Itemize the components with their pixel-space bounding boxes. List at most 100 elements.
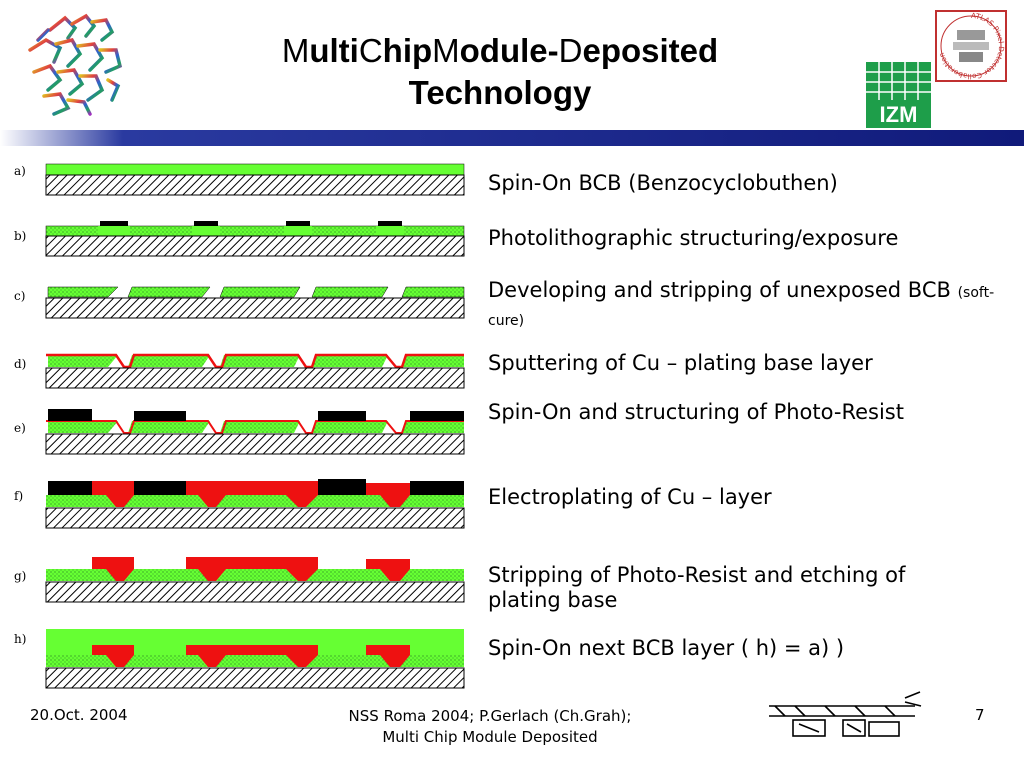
substrate (45, 433, 465, 455)
cu-seed-layer (46, 353, 464, 369)
step-c-note: (soft-cure) (488, 285, 995, 329)
substrate (45, 297, 465, 319)
bcb-island (47, 286, 119, 298)
cu-seed-layer (46, 420, 464, 434)
footer-date: 20.Oct. 2004 (30, 706, 128, 724)
substrate (45, 581, 465, 603)
bcb-island (128, 421, 210, 433)
step-g-text: Stripping of Photo-Resist and etching of… (488, 563, 906, 612)
izm-logo: IZM (866, 62, 931, 128)
photomask (378, 221, 402, 226)
exposed-bcb (376, 226, 404, 236)
bcb-island (127, 286, 211, 298)
step-g-diagram: g) (14, 557, 465, 603)
header-bar (0, 130, 1024, 146)
photomask (286, 221, 310, 226)
slide-title: MultiChipModule-Deposited Technology (200, 30, 800, 114)
substrate (45, 235, 465, 257)
step-c-diagram: c) (14, 286, 465, 319)
footer-center: NSS Roma 2004; P.Gerlach (Ch.Grah); Mult… (290, 706, 690, 748)
cu-plating (366, 483, 410, 507)
step-a-diagram: a) (14, 163, 465, 196)
detector-sketch-image (769, 691, 922, 737)
bcb-island (312, 421, 388, 433)
exposed-bcb (192, 226, 220, 236)
process-diagram: a) b) c) d) e) (14, 163, 465, 689)
cu-trace (186, 557, 318, 581)
photo-resist (318, 411, 366, 421)
step-f-text: Electroplating of Cu – layer (488, 485, 772, 509)
photo-resist (48, 481, 92, 495)
bcb-island (402, 421, 464, 433)
title-part: odule- (459, 32, 559, 69)
university-logo (28, 13, 123, 116)
cu-trace (366, 645, 410, 667)
substrate (45, 174, 465, 196)
step-b-diagram: b) (14, 221, 465, 257)
cu-trace (186, 645, 318, 667)
substrate (45, 367, 465, 389)
bcb-layer (46, 495, 464, 507)
photomask (100, 221, 128, 226)
title-part: M (281, 32, 310, 69)
title-line-1: MultiChipModule-Deposited (200, 30, 800, 72)
step-e-diagram: e) (14, 409, 465, 455)
step-a-text: Spin-On BCB (Benzocyclobuthen) (488, 171, 838, 195)
substrate (45, 507, 465, 529)
bcb-island (128, 355, 210, 367)
step-c-text: Developing and stripping of unexposed BC… (488, 278, 998, 334)
bcb-layer (45, 163, 465, 176)
footer-line-1: NSS Roma 2004; P.Gerlach (Ch.Grah); (348, 707, 632, 725)
step-id-label: b) (14, 229, 26, 243)
step-e-text: Spin-On and structuring of Photo-Resist (488, 400, 904, 424)
step-d-diagram: d) (14, 353, 465, 389)
footer-line-2: Multi Chip Module Deposited (382, 728, 598, 746)
step-d-text: Sputtering of Cu – plating base layer (488, 351, 873, 375)
title-part: M (432, 32, 460, 69)
step-f-diagram: f) (14, 479, 465, 529)
bcb-island (220, 355, 300, 367)
izm-logo-text: IZM (880, 102, 918, 127)
bcb-island (402, 355, 464, 367)
step-id-label: e) (14, 421, 26, 435)
bcb-island (311, 286, 389, 298)
bcb-island (48, 421, 118, 433)
photo-resist (410, 411, 464, 421)
step-h-text: Spin-On next BCB layer ( h) = a) ) (488, 636, 845, 660)
step-c-main: Developing and stripping of unexposed BC… (488, 278, 951, 302)
photo-resist (134, 411, 186, 421)
exposed-bcb (284, 226, 312, 236)
bcb-island (312, 355, 388, 367)
step-id-label: c) (14, 289, 25, 303)
cu-trace (366, 559, 410, 581)
step-id-label: f) (14, 489, 23, 503)
step-id-label: d) (14, 357, 26, 371)
photo-resist (318, 479, 366, 495)
title-line-2: Technology (408, 74, 592, 111)
step-id-label: h) (14, 632, 26, 646)
title-part: ulti (309, 32, 359, 69)
bcb-layer (46, 569, 464, 581)
step-h-diagram: h) (14, 629, 465, 689)
bcb-island (48, 355, 118, 367)
substrate (45, 667, 465, 689)
step-id-label: a) (14, 164, 26, 178)
photo-resist (410, 481, 464, 495)
step-id-label: g) (14, 569, 26, 583)
page-number: 7 (975, 706, 985, 724)
photo-resist (48, 409, 92, 421)
bcb-island (401, 286, 465, 298)
photo-resist (134, 481, 186, 495)
bcb-island (220, 421, 300, 433)
title-part: eposited (582, 32, 719, 69)
bcb-island (219, 286, 301, 298)
title-part: D (558, 32, 583, 69)
cu-trace (92, 557, 134, 581)
photomask (194, 221, 218, 226)
cu-plating (186, 481, 318, 507)
title-part: hip (382, 32, 433, 69)
bcb-layer (46, 655, 464, 667)
cu-plating (92, 481, 134, 507)
exposed-bcb (98, 226, 130, 236)
atlas-pixel-logo: ATLAS Pixel Detector Collaboration (935, 10, 1007, 82)
